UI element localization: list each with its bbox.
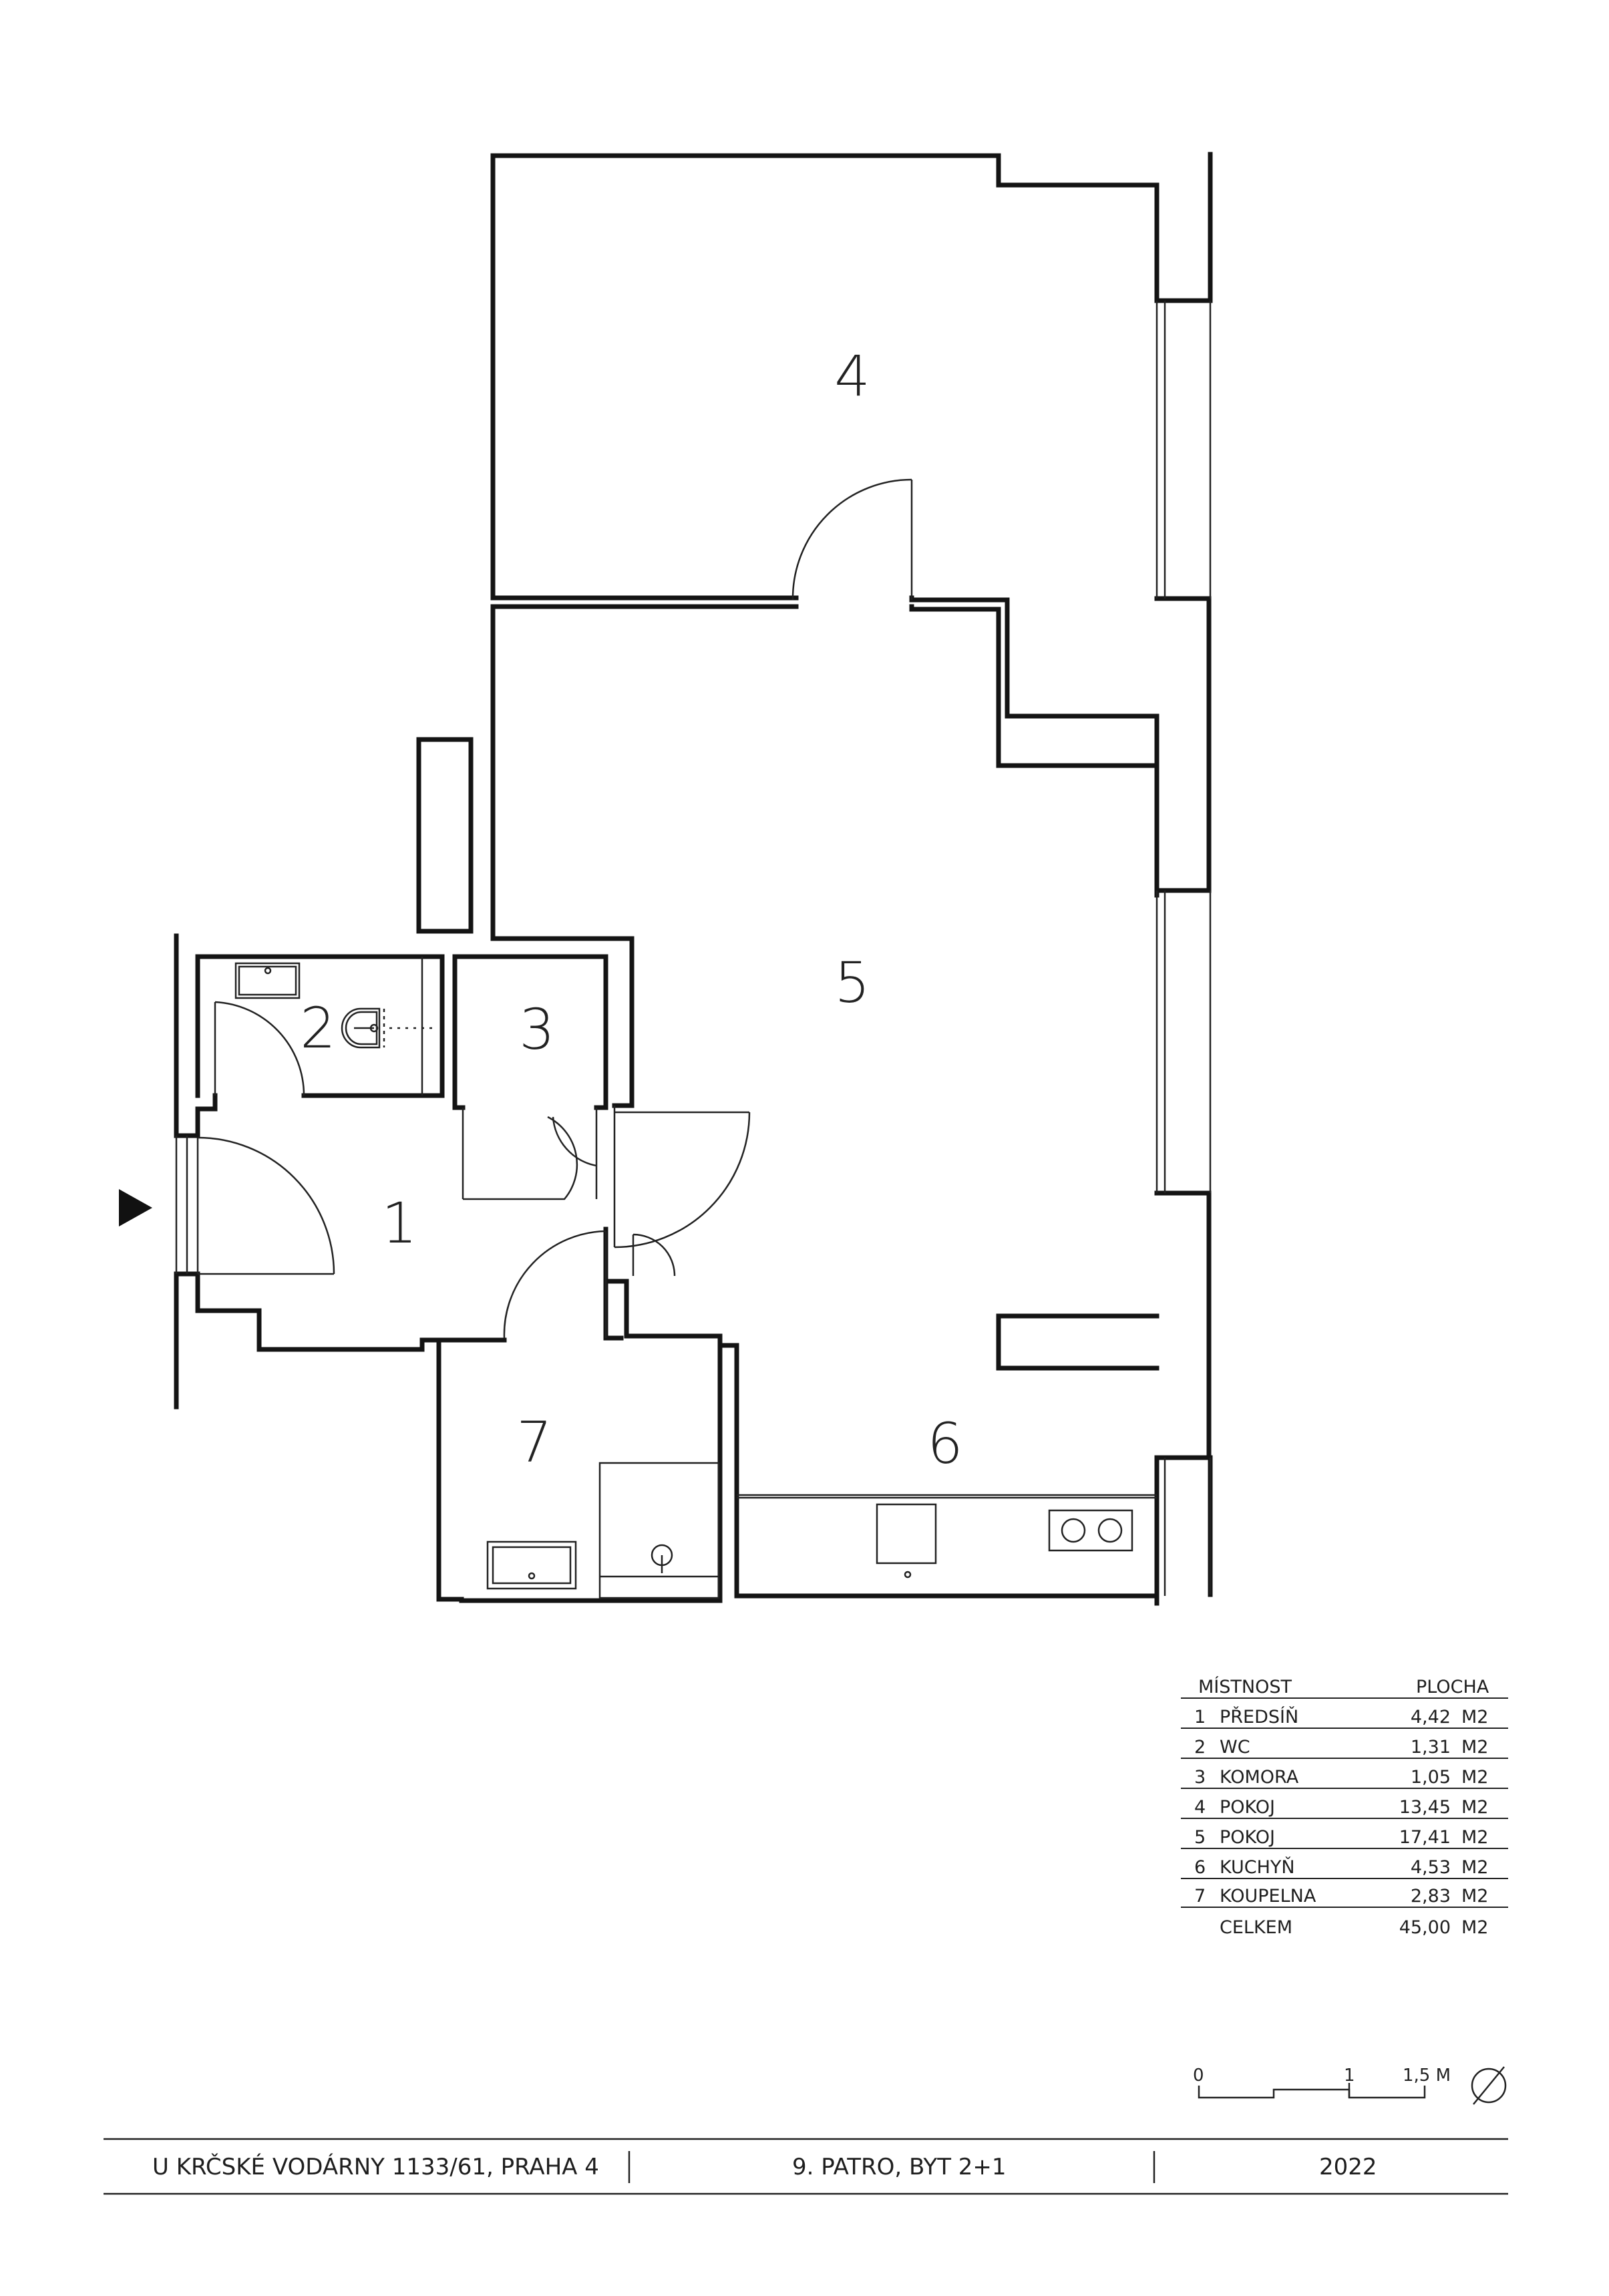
room-area: 1,05 xyxy=(1410,1767,1451,1788)
room-number-6: 6 xyxy=(927,1411,962,1476)
table-row: 5 POKOJ 17,41 M2 xyxy=(1181,1818,1508,1848)
column-header-room: MÍSTNOST xyxy=(1198,1677,1292,1697)
room-name: PŘEDSÍŇ xyxy=(1220,1707,1299,1728)
room-unit: M2 xyxy=(1461,1737,1489,1758)
room-area: 13,45 xyxy=(1399,1797,1451,1818)
table-header: MÍSTNOST PLOCHA xyxy=(1181,1667,1508,1697)
toilet-icon xyxy=(341,1007,385,1049)
total-area: 45,00 xyxy=(1399,1917,1451,1938)
room-name: POKOJ xyxy=(1220,1827,1275,1848)
room-unit: M2 xyxy=(1461,1707,1489,1728)
entrance-arrow-icon xyxy=(119,1189,152,1226)
table-row: 4 POKOJ 13,45 M2 xyxy=(1181,1788,1508,1818)
room-name: KOMORA xyxy=(1220,1767,1299,1788)
room-area: 17,41 xyxy=(1399,1827,1451,1848)
room-unit: M2 xyxy=(1461,1886,1489,1907)
room-area: 1,31 xyxy=(1410,1737,1451,1758)
room-number-7: 7 xyxy=(516,1410,552,1475)
room-number-4: 4 xyxy=(834,343,870,409)
room-name: POKOJ xyxy=(1220,1797,1275,1818)
column-header-area: PLOCHA xyxy=(1416,1677,1489,1697)
room-unit: M2 xyxy=(1461,1767,1489,1788)
room-area: 4,42 xyxy=(1410,1707,1451,1728)
room-no: 2 xyxy=(1194,1737,1206,1758)
table-row: 3 KOMORA 1,05 M2 xyxy=(1181,1758,1508,1788)
room-name: WC xyxy=(1220,1737,1250,1758)
scale-label-1: 1 xyxy=(1344,2066,1355,2086)
footer-lines xyxy=(104,2138,1508,2195)
scale-label-0: 0 xyxy=(1193,2066,1204,2086)
walls xyxy=(174,152,1213,1606)
total-unit: M2 xyxy=(1461,1917,1489,1938)
room-number-1: 1 xyxy=(381,1190,417,1256)
room-no: 6 xyxy=(1194,1857,1206,1878)
room-no: 4 xyxy=(1194,1797,1206,1818)
table-row: 1 PŘEDSÍŇ 4,42 M2 xyxy=(1181,1697,1508,1728)
room-area: 4,53 xyxy=(1410,1857,1451,1878)
room-unit: M2 xyxy=(1461,1797,1489,1818)
windows xyxy=(175,301,1212,1596)
total-label: CELKEM xyxy=(1220,1917,1293,1938)
room-unit: M2 xyxy=(1461,1857,1489,1878)
table-total-row: CELKEM 45,00 M2 xyxy=(1181,1908,1508,1938)
scale-bar xyxy=(1198,2083,1426,2099)
room-number-2: 2 xyxy=(300,995,335,1061)
room-unit: M2 xyxy=(1461,1827,1489,1848)
room-name: KUCHYŇ xyxy=(1220,1857,1295,1878)
north-icon xyxy=(1471,2066,1507,2105)
room-no: 1 xyxy=(1194,1707,1206,1728)
room-number-5: 5 xyxy=(834,950,870,1015)
room-no: 5 xyxy=(1194,1827,1206,1848)
fixtures xyxy=(234,957,1157,1599)
footer-address: U KRČSKÉ VODÁRNY 1133/61, PRAHA 4 xyxy=(152,2154,599,2180)
scale-label-2: 1,5 M xyxy=(1403,2066,1451,2086)
room-number-3: 3 xyxy=(519,997,554,1062)
room-no: 3 xyxy=(1194,1767,1206,1788)
room-no: 7 xyxy=(1194,1886,1206,1907)
table-row: 6 KUCHYŇ 4,53 M2 xyxy=(1181,1848,1508,1878)
table-row: 2 WC 1,31 M2 xyxy=(1181,1728,1508,1758)
footer-year: 2022 xyxy=(1319,2154,1377,2180)
room-name: KOUPELNA xyxy=(1220,1886,1316,1907)
room-area: 2,83 xyxy=(1410,1886,1451,1907)
footer-floor: 9. PATRO, BYT 2+1 xyxy=(792,2154,1007,2180)
table-row: 7 KOUPELNA 2,83 M2 xyxy=(1181,1878,1508,1908)
doors xyxy=(196,478,913,1339)
